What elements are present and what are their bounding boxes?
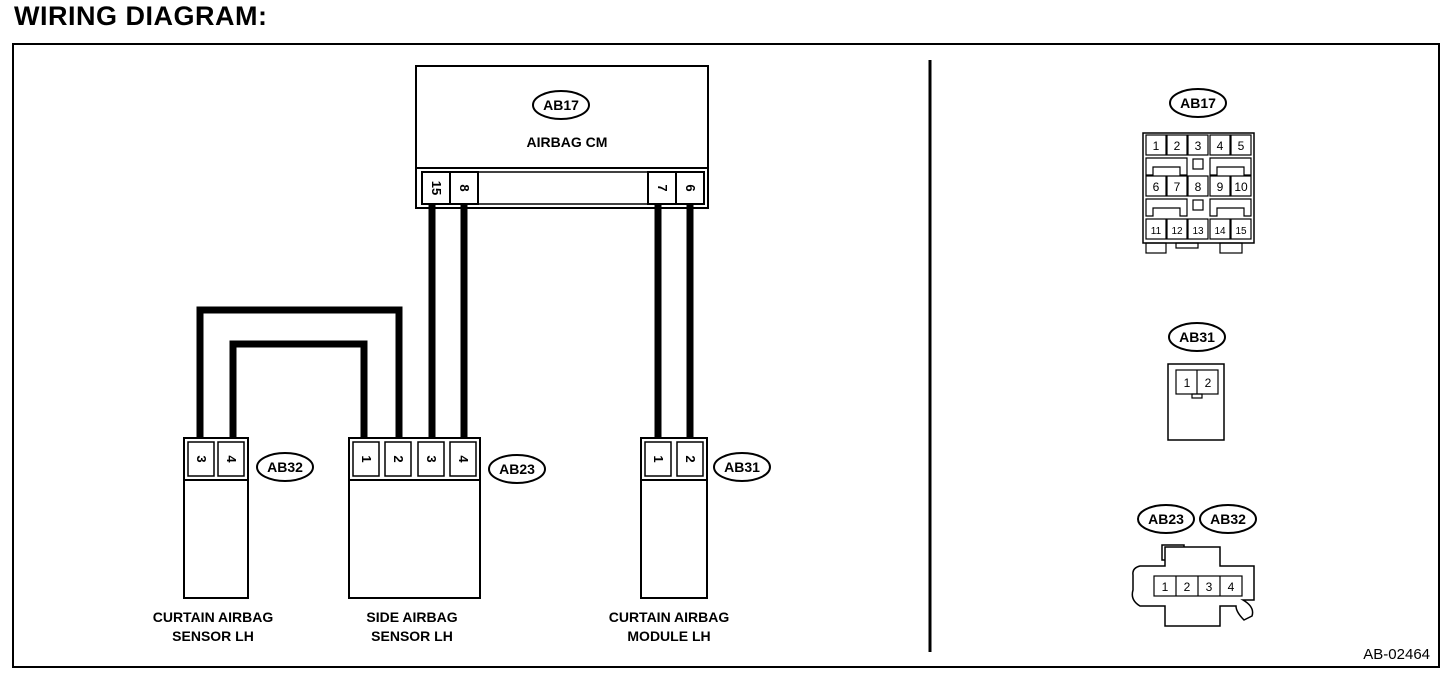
ab23-ab32-pin: 3 (1206, 580, 1213, 594)
curtain-sensor-pin: 3 (194, 455, 209, 462)
side-sensor-label-1: SIDE AIRBAG (366, 609, 457, 625)
side-sensor-pin: 2 (391, 455, 406, 462)
ab17-pin: 14 (1214, 226, 1226, 237)
ab23-ab32-pin: 4 (1228, 580, 1235, 594)
curtain-sensor-tag (256, 452, 314, 482)
airbag-cm-pin: 8 (457, 184, 472, 191)
ab17-pin: 8 (1195, 180, 1202, 194)
curtain-module-tag-text: AB31 (724, 459, 760, 475)
ab17-connector-tag-text: AB17 (1180, 95, 1216, 111)
curtain-module-tag (713, 452, 771, 482)
wire-ab32-4-ab23-1 (229, 340, 368, 438)
curtain-module-pin: 1 (651, 455, 666, 462)
side-sensor-tag (488, 454, 546, 484)
ab23-connector-tag-text: AB23 (1148, 511, 1184, 527)
ab17-pin: 5 (1238, 139, 1245, 153)
side-sensor-pin: 4 (456, 455, 471, 463)
side-sensor-tag-text: AB23 (499, 461, 535, 477)
ab32-connector-tag-text: AB32 (1210, 511, 1246, 527)
ab31-pin: 2 (1205, 376, 1212, 390)
wire-ab32-3-ab23-2 (196, 306, 403, 438)
ab32-connector-tag (1199, 504, 1257, 534)
curtain-module-component: 1 2 AB31 CURTAIN AIRBAG MODULE LH (609, 437, 771, 644)
curtain-module-label-2: MODULE LH (627, 628, 710, 644)
curtain-sensor-label-1: CURTAIN AIRBAG (153, 609, 274, 625)
ab31-connector-view: AB31 1 2 (1167, 322, 1226, 441)
ab23-ab32-pin: 2 (1184, 580, 1191, 594)
ab23-ab32-pin: 1 (1162, 580, 1169, 594)
ab31-pin: 1 (1184, 376, 1191, 390)
ab31-connector-tag (1168, 322, 1226, 352)
diagram-frame (12, 43, 1440, 668)
side-sensor-pin: 3 (424, 455, 439, 462)
page-title: WIRING DIAGRAM: (14, 1, 268, 31)
ab17-pin: 12 (1171, 226, 1183, 237)
ab17-pin: 13 (1192, 226, 1204, 237)
curtain-module-label-1: CURTAIN AIRBAG (609, 609, 730, 625)
curtain-sensor-component: 3 4 AB32 CURTAIN AIRBAG SENSOR LH (153, 437, 314, 644)
ab17-connector-view: AB17 1 2 3 (1142, 88, 1255, 254)
ab17-pin: 15 (1235, 226, 1247, 237)
side-sensor-pin: 1 (359, 455, 374, 462)
side-sensor-component: 1 2 3 4 AB23 SIDE AIRBAG SENSOR LH (348, 437, 546, 644)
airbag-cm-box: AB17 AIRBAG CM 15 8 7 6 (415, 65, 709, 209)
curtain-sensor-pin: 4 (224, 455, 239, 463)
ab17-pin: 4 (1217, 139, 1224, 153)
airbag-cm-name: AIRBAG CM (527, 134, 608, 150)
ab17-pin: 7 (1174, 180, 1181, 194)
figure-code: AB-02464 (1363, 646, 1430, 663)
ab17-pin: 3 (1195, 139, 1202, 153)
curtain-module-pin: 2 (683, 455, 698, 462)
ab23-connector-tag (1137, 504, 1195, 534)
airbag-cm-tag (532, 90, 590, 120)
ab17-pin: 9 (1217, 180, 1224, 194)
ab17-connector-tag (1169, 88, 1227, 118)
ab17-pin: 1 (1153, 139, 1160, 153)
ab17-pin: 11 (1151, 226, 1162, 237)
ab17-pin: 2 (1174, 139, 1181, 153)
airbag-cm-tag-text: AB17 (543, 97, 579, 113)
ab31-connector-tag-text: AB31 (1179, 329, 1215, 345)
airbag-cm-pin: 7 (655, 184, 670, 191)
ab17-pin: 6 (1153, 180, 1160, 194)
wires (196, 204, 694, 438)
airbag-cm-pin: 6 (683, 184, 698, 191)
side-sensor-label-2: SENSOR LH (371, 628, 453, 644)
ab23-ab32-connector-view: AB23 AB32 1 2 3 4 (1131, 504, 1257, 627)
ab17-pin: 10 (1234, 180, 1248, 194)
airbag-cm-pin: 15 (429, 181, 444, 195)
curtain-sensor-label-2: SENSOR LH (172, 628, 254, 644)
curtain-sensor-tag-text: AB32 (267, 459, 303, 475)
